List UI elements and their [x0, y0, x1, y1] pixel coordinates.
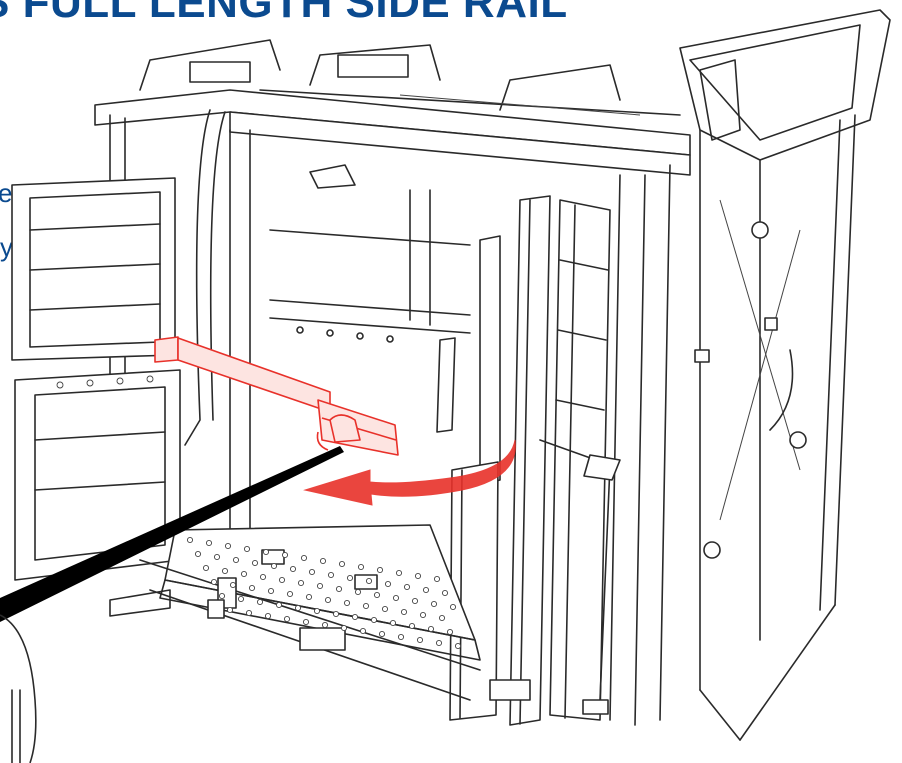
- floor-hole: [343, 599, 351, 607]
- floor-hole: [381, 605, 389, 613]
- floor-hole: [248, 584, 256, 592]
- floor-hole: [264, 612, 272, 620]
- floor-hole: [403, 583, 411, 591]
- floor-hole: [313, 607, 321, 615]
- side-rail-highlight: [154, 336, 399, 456]
- floor-hole: [300, 554, 308, 562]
- floor-hole: [327, 571, 335, 579]
- floor-hole: [338, 560, 346, 568]
- floor-holes: [186, 536, 462, 650]
- floor-hole: [286, 590, 294, 598]
- floor-hole: [262, 548, 270, 556]
- floor-hole: [240, 570, 248, 578]
- floor-hole: [243, 545, 251, 553]
- floor-hole: [324, 596, 332, 604]
- floor-hole: [213, 553, 221, 561]
- floor-hole: [229, 581, 237, 589]
- floor-hole: [224, 542, 232, 550]
- floor-hole: [384, 580, 392, 588]
- floor-hole: [449, 603, 457, 611]
- floor-hole: [433, 575, 441, 583]
- floor-hole: [351, 613, 359, 621]
- floor-hole: [256, 598, 264, 606]
- floor-hole: [392, 594, 400, 602]
- floor-hole: [435, 639, 443, 647]
- floor-hole: [302, 618, 310, 626]
- floor-hole: [332, 610, 340, 618]
- floor-hole: [226, 606, 234, 614]
- floor-hole: [278, 576, 286, 584]
- floor-hole: [232, 556, 240, 564]
- rotation-arrow: [303, 439, 516, 506]
- floor-hole: [357, 563, 365, 571]
- floor-hole: [335, 585, 343, 593]
- floor-hole: [305, 593, 313, 601]
- floor-hole: [414, 572, 422, 580]
- floor-hole: [251, 559, 259, 567]
- floor-hole: [419, 611, 427, 619]
- floor-hole: [283, 615, 291, 623]
- floor-hole: [275, 601, 283, 609]
- floor-hole: [454, 642, 462, 650]
- floor-hole: [446, 628, 454, 636]
- floor-hole: [362, 602, 370, 610]
- floor-hole: [237, 595, 245, 603]
- floor-hole: [397, 633, 405, 641]
- top-frame: [94, 39, 691, 189]
- floor-hole: [194, 550, 202, 558]
- floor-hole: [294, 604, 302, 612]
- floor-hole: [319, 557, 327, 565]
- front-side-doors: [436, 195, 621, 726]
- floor-hole: [245, 609, 253, 617]
- page-heading: S FULL LENGTH SIDE RAIL: [0, 0, 568, 27]
- floor-hole: [210, 578, 218, 586]
- floor-hole: [270, 562, 278, 570]
- floor-hole: [376, 566, 384, 574]
- floor-hole: [259, 573, 267, 581]
- floor-hole: [422, 586, 430, 594]
- head-bail: [679, 9, 891, 741]
- floor-hole: [365, 577, 373, 585]
- floor-hole: [395, 569, 403, 577]
- floor-hole: [202, 564, 210, 572]
- floor-hole: [281, 551, 289, 559]
- floor-hole: [373, 591, 381, 599]
- left-side-gate: [11, 177, 181, 581]
- floor-hole: [416, 636, 424, 644]
- floor-hole: [321, 621, 329, 629]
- floor-hole: [408, 622, 416, 630]
- floor-hole: [186, 536, 194, 544]
- floor-hole: [389, 619, 397, 627]
- floor-hole: [359, 627, 367, 635]
- perforated-floor: [109, 524, 531, 701]
- floor-hole: [400, 608, 408, 616]
- cropped-caption-letter-2: y: [0, 232, 13, 262]
- floor-hole: [438, 614, 446, 622]
- floor-hole: [221, 567, 229, 575]
- floor-hole: [427, 625, 435, 633]
- floor-hole: [218, 592, 226, 600]
- floor-hole: [289, 565, 297, 573]
- floor-hole: [411, 597, 419, 605]
- floor-hole: [308, 568, 316, 576]
- cropped-caption-letter-1: e: [0, 178, 13, 208]
- floor-hole: [346, 574, 354, 582]
- callout-leader: [0, 446, 344, 763]
- floor-hole: [297, 579, 305, 587]
- floor-hole: [378, 630, 386, 638]
- floor-hole: [370, 616, 378, 624]
- floor-hole: [316, 582, 324, 590]
- floor-hole: [340, 624, 348, 632]
- floor-hole: [205, 539, 213, 547]
- floor-hole: [441, 589, 449, 597]
- floor-hole: [267, 587, 275, 595]
- floor-hole: [430, 600, 438, 608]
- floor-hole: [354, 588, 362, 596]
